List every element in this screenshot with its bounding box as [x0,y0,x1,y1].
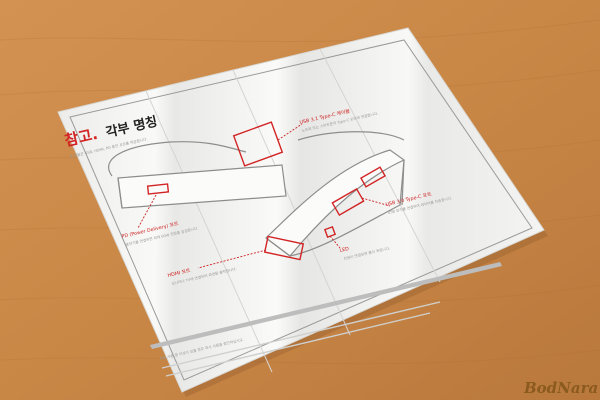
hub-illustration [108,131,406,257]
pd-port-box [146,183,170,195]
led-box [323,225,337,239]
manual-border [69,39,533,381]
watermark-text: BodNara [523,379,598,397]
usbc-port-box-2 [360,166,386,188]
hdmi-port-box [263,235,305,261]
leader-lines [137,123,391,269]
label-led: LED [339,246,350,254]
footer-lines [161,301,441,377]
watermark: BodNara [523,379,598,397]
footer-divider [150,262,502,349]
port-highlights [146,121,386,261]
usbc-port-box [331,187,365,217]
usb31-connector-box [232,121,284,167]
label-hdmi: HDMI 포트 [167,268,192,279]
